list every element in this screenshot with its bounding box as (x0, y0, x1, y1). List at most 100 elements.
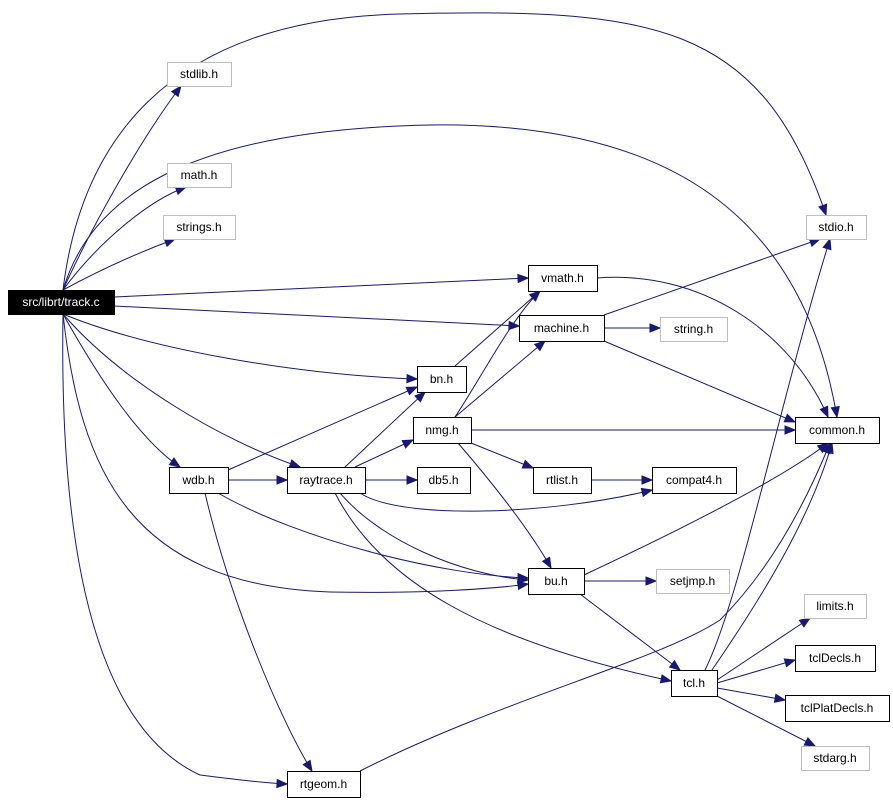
node-box[interactable] (656, 569, 730, 594)
node-box[interactable] (795, 417, 880, 444)
node-box[interactable] (804, 594, 867, 619)
node-common-h[interactable]: common.h (795, 417, 880, 444)
node-stdlib-h[interactable]: stdlib.h (167, 62, 232, 87)
node-rtlist-h[interactable]: rtlist.h (533, 467, 592, 494)
node-box[interactable] (528, 568, 585, 595)
node-string-h[interactable]: string.h (660, 317, 728, 342)
edge-arrowhead (645, 576, 658, 586)
node-db5-h[interactable]: db5.h (417, 467, 471, 494)
edge-line (62, 186, 187, 291)
edge-rtgeom_h-to-common_h (359, 441, 831, 772)
node-box[interactable] (652, 467, 737, 494)
node-stdio-h[interactable]: stdio.h (806, 215, 867, 240)
node-box[interactable] (519, 315, 605, 342)
node-track-c[interactable]: src/librt/track.c (8, 290, 115, 315)
edge-line (344, 391, 426, 468)
node-setjmp-h[interactable]: setjmp.h (656, 569, 730, 594)
node-box[interactable] (169, 467, 229, 494)
node-label: db5.h (428, 473, 458, 487)
node-label: strings.h (176, 220, 221, 234)
node-machine-h[interactable]: machine.h (519, 315, 605, 342)
edge-track_c-to-wdb_h (62, 313, 182, 468)
node-label: wdb.h (181, 473, 214, 487)
edge-line (704, 238, 831, 671)
node-label: math.h (181, 168, 218, 182)
edge-arrowhead (818, 203, 828, 217)
node-compat4-h[interactable]: compat4.h (652, 467, 737, 494)
node-box[interactable] (417, 467, 471, 494)
edge-line (603, 340, 796, 423)
edge-arrowhead (276, 778, 289, 789)
edge-arrowhead (168, 457, 182, 468)
node-strings-h[interactable]: strings.h (163, 215, 236, 240)
edge-line (204, 492, 313, 772)
node-tclDecls-h[interactable]: tclDecls.h (795, 645, 876, 672)
node-box[interactable] (806, 215, 867, 240)
node-box[interactable] (533, 467, 592, 494)
node-bn-h[interactable]: bn.h (417, 366, 467, 393)
edge-line (603, 238, 821, 316)
node-math-h[interactable]: math.h (167, 163, 232, 188)
edge-line (359, 489, 653, 512)
edge-line (62, 313, 418, 380)
node-box[interactable] (785, 695, 890, 722)
edge-line (354, 439, 414, 468)
edge-line (454, 340, 546, 418)
edge-arrowhead (533, 340, 547, 352)
edge-raytrace_h-to-bn_h (344, 391, 426, 468)
node-wdb-h[interactable]: wdb.h (169, 467, 229, 494)
edge-track_c-to-bn_h (62, 313, 419, 384)
node-stdarg-h[interactable]: stdarg.h (801, 746, 870, 771)
node-box[interactable] (801, 746, 870, 771)
edge-arrowhead (401, 439, 415, 449)
edge-track_c-to-stdlib_h (62, 84, 182, 291)
node-raytrace-h[interactable]: raytrace.h (287, 467, 366, 494)
node-box[interactable] (671, 670, 718, 697)
edge-line (62, 12, 827, 291)
node-box[interactable] (528, 265, 598, 292)
node-tclPlatDecls-h[interactable]: tclPlatDecls.h (785, 695, 890, 722)
nodes-layer: src/librt/track.c stdlib.h math.h strings.h… (8, 62, 890, 798)
edge-bu_h-to-common_h (583, 442, 830, 576)
node-box[interactable] (167, 62, 232, 87)
node-label: bn.h (430, 372, 453, 386)
node-box[interactable] (413, 417, 472, 444)
node-box[interactable] (795, 645, 876, 672)
edge-arrowhead (783, 413, 797, 423)
node-box[interactable] (8, 290, 115, 315)
node-label: setjmp.h (670, 574, 715, 588)
node-box[interactable] (287, 467, 366, 494)
edge-raytrace_h-to-db5_h (365, 475, 419, 485)
node-nmg-h[interactable]: nmg.h (413, 417, 472, 444)
edge-arrowhead (649, 323, 662, 333)
edge-track_c-to-machine_h (113, 305, 521, 331)
edge-arrowhead (288, 459, 302, 469)
edge-track_c-to-vmath_h (113, 273, 530, 298)
edge-track_c-to-common_h (62, 124, 840, 419)
node-box[interactable] (163, 215, 236, 240)
edge-line (359, 442, 831, 772)
node-box[interactable] (660, 317, 728, 342)
node-box[interactable] (287, 771, 361, 798)
edge-machine_h-to-string_h (604, 323, 662, 333)
node-label: tclPlatDecls.h (801, 701, 874, 715)
node-bu-h[interactable]: bu.h (528, 568, 585, 595)
edge-arrowhead (405, 386, 419, 396)
edge-nmg_h-to-machine_h (454, 340, 547, 418)
node-label: tclDecls.h (809, 651, 861, 665)
edge-track_c-to-raytrace_h (62, 313, 302, 469)
node-label: string.h (674, 322, 713, 336)
node-vmath-h[interactable]: vmath.h (528, 265, 598, 292)
edge-arrowhead (784, 425, 797, 435)
edge-line (62, 124, 838, 418)
node-limits-h[interactable]: limits.h (804, 594, 867, 619)
node-box[interactable] (417, 366, 467, 393)
node-label: limits.h (816, 599, 853, 613)
edge-arrowhead (406, 373, 419, 384)
node-rtgeom-h[interactable]: rtgeom.h (287, 771, 361, 798)
node-box[interactable] (167, 163, 232, 188)
node-tcl-h[interactable]: tcl.h (671, 670, 718, 697)
edge-line (457, 442, 552, 569)
edge-rtlist_h-to-compat4_h (591, 475, 654, 485)
edge-arrowhead (406, 475, 419, 485)
